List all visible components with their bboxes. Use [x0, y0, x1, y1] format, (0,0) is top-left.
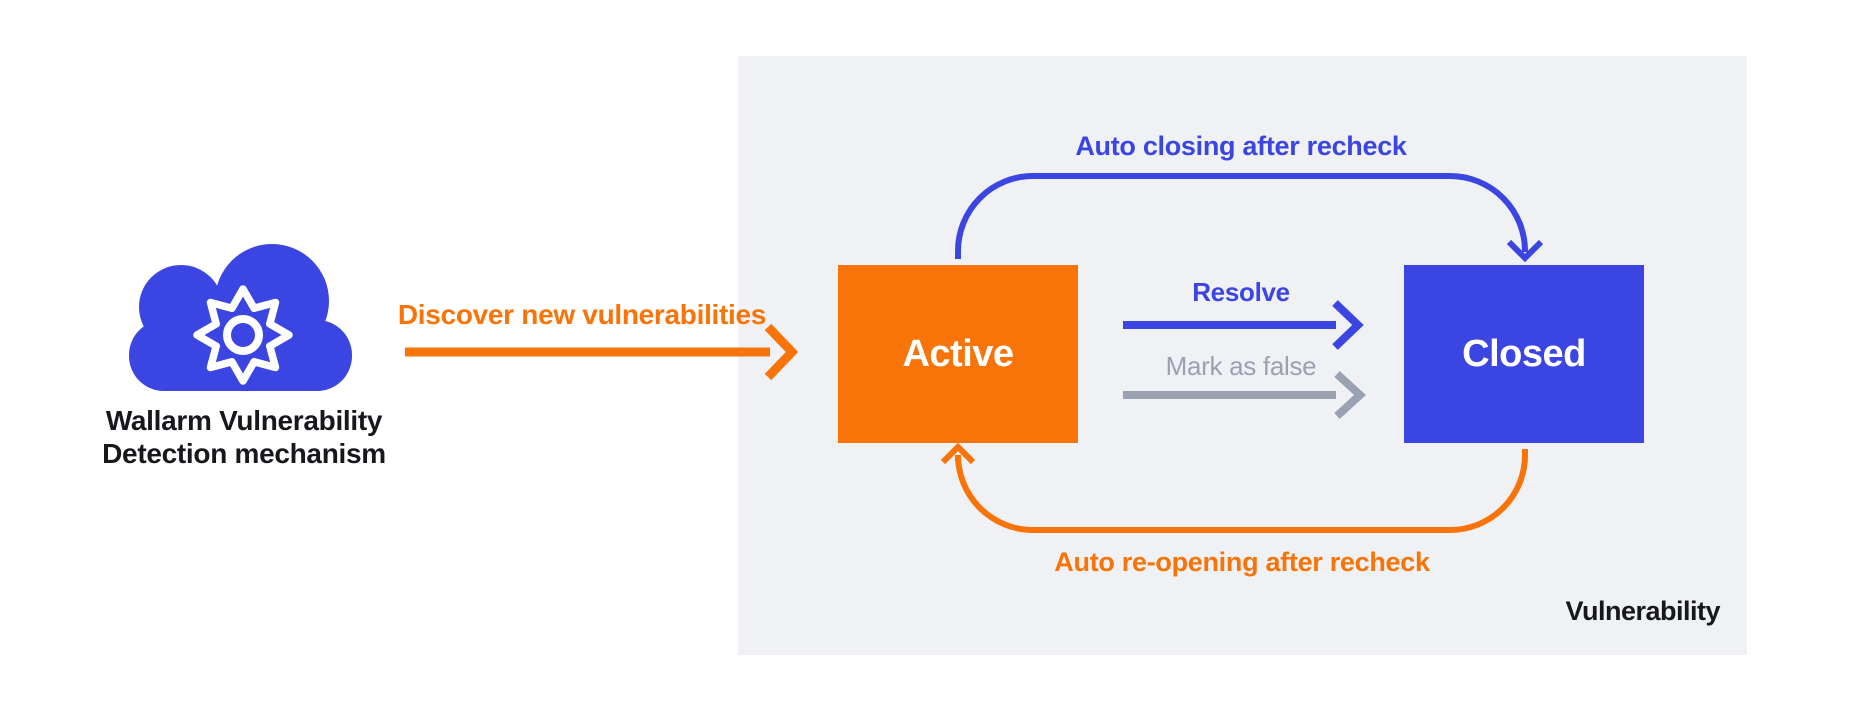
- detector-label-line1: Wallarm Vulnerability: [105, 405, 383, 436]
- auto-reopening-arrow: [940, 442, 1528, 533]
- state-box-closed: Closed: [1404, 265, 1644, 443]
- gear-hub: [223, 315, 263, 355]
- auto-closing-curve: [955, 173, 1528, 259]
- mark-as-false-arrow-head: [1334, 371, 1366, 419]
- auto-closing-arrow-head: [1506, 239, 1544, 263]
- detector-label-line2: Detection mechanism: [102, 438, 386, 469]
- gear-glyph: [193, 285, 293, 385]
- state-closed-label: Closed: [1462, 332, 1586, 375]
- cloud-gear-icon: [129, 244, 352, 391]
- discover-arrow-label: Discover new vulnerabilities: [397, 299, 767, 330]
- resolve-arrow-head: [1332, 300, 1364, 350]
- state-active-label: Active: [902, 332, 1014, 375]
- auto-closing-arrow: [955, 173, 1544, 263]
- auto-reopening-arrow-head: [940, 442, 976, 465]
- panel-caption: Vulnerability: [1565, 596, 1720, 626]
- auto-reopening-label: Auto re-opening after recheck: [1054, 547, 1430, 577]
- discover-arrow: [405, 323, 799, 381]
- mark-as-false-label: Mark as false: [1165, 351, 1317, 381]
- resolve-label: Resolve: [1192, 277, 1290, 307]
- mark-as-false-arrow: [1123, 371, 1366, 419]
- auto-reopening-curve: [955, 449, 1528, 533]
- discover-arrow-head: [764, 323, 799, 381]
- auto-closing-label: Auto closing after recheck: [1075, 131, 1407, 161]
- detector-label: Wallarm Vulnerability Detection mechanis…: [84, 404, 404, 470]
- resolve-arrow: [1123, 300, 1364, 350]
- state-box-active: Active: [838, 265, 1078, 443]
